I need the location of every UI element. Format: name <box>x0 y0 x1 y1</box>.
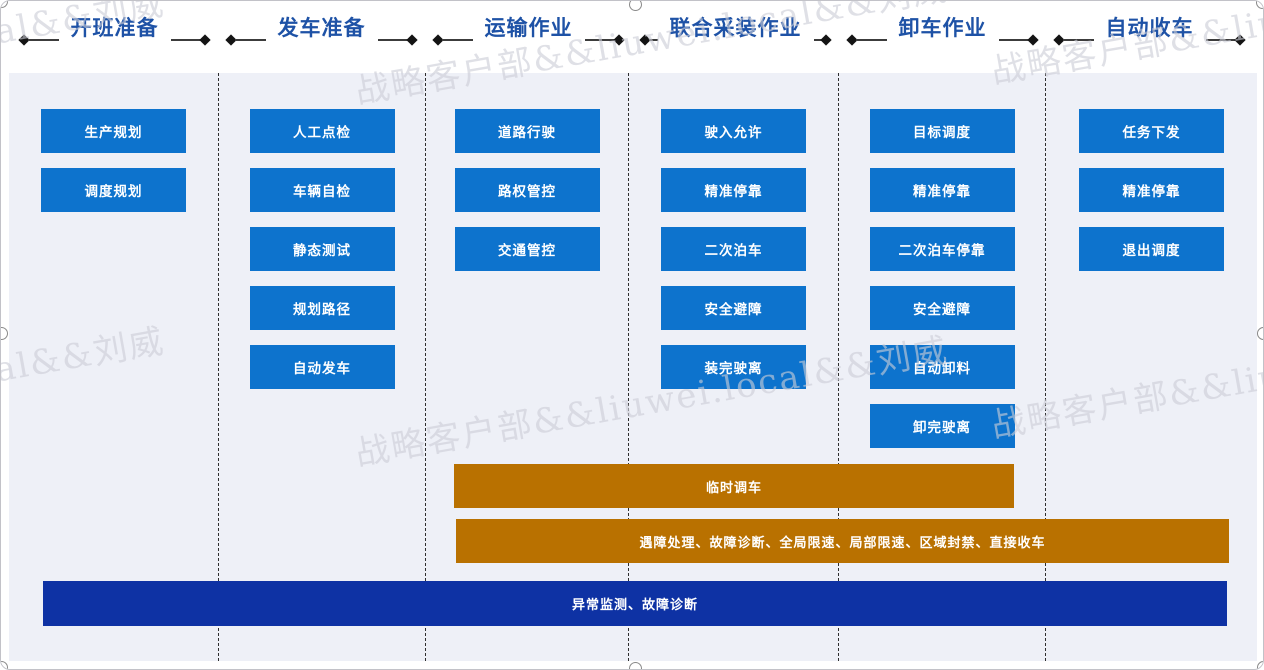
stage-segment-5: 卸车作业 <box>839 13 1046 57</box>
stage-column-5: 目标调度精准停靠二次泊车停靠安全避障自动卸料卸完驶离 <box>839 73 1046 661</box>
selection-handle-top-center[interactable] <box>629 1 642 11</box>
process-box[interactable]: 目标调度 <box>869 109 1015 153</box>
process-box[interactable]: 静态测试 <box>249 227 395 271</box>
stage-connector-line <box>170 39 201 41</box>
process-box[interactable]: 自动发车 <box>249 345 395 389</box>
selection-handle-bottom-center[interactable] <box>629 662 642 669</box>
stage-column-3: 道路行驶路权管控交通管控 <box>426 73 629 661</box>
stage-column-4: 驶入允许精准停靠二次泊车安全避障装完驶离 <box>629 73 839 661</box>
process-box[interactable]: 安全避障 <box>869 286 1015 330</box>
stage-column-6: 任务下发精准停靠退出调度 <box>1046 73 1257 661</box>
selection-handle-right-middle[interactable] <box>1257 327 1263 340</box>
process-box[interactable]: 路权管控 <box>454 168 600 212</box>
process-box[interactable]: 二次泊车停靠 <box>869 227 1015 271</box>
selection-handle-left-middle[interactable] <box>1 327 8 340</box>
selection-handle-top-left[interactable] <box>1 1 8 8</box>
stage-column-1: 生产规划调度规划 <box>9 73 219 661</box>
diamond-marker-icon <box>820 34 832 46</box>
stage-connector-line <box>649 39 658 41</box>
process-box[interactable]: 交通管控 <box>454 227 600 271</box>
selection-handle-top-right[interactable] <box>1256 1 1263 9</box>
stage-title: 开班准备 <box>70 17 159 40</box>
stage-segment-3: 运输作业 <box>425 13 632 57</box>
stage-column-2: 人工点检车辆自检静态测试规划路径自动发车 <box>219 73 426 661</box>
stage-connector-line <box>377 39 408 41</box>
diamond-marker-icon <box>406 34 418 46</box>
stage-segment-1: 开班准备 <box>11 13 218 57</box>
stage-timeline: 开班准备 发车准备 运输作业 联合采装作业 卸车作业 自动收车 <box>1 13 1263 57</box>
stage-connector-line <box>1063 39 1094 41</box>
stage-title: 联合采装作业 <box>669 17 802 40</box>
process-box[interactable]: 人工点检 <box>249 109 395 153</box>
stage-connector-line <box>998 39 1029 41</box>
selection-handle-bottom-left[interactable] <box>1 661 8 669</box>
stage-segment-2: 发车准备 <box>218 13 425 57</box>
stage-title: 发车准备 <box>277 17 366 40</box>
process-box[interactable]: 卸完驶离 <box>869 404 1015 448</box>
stage-connector-line <box>813 39 822 41</box>
overlay-bar-anomaly-monitor[interactable]: 异常监测、故障诊断 <box>43 581 1227 626</box>
process-box[interactable]: 精准停靠 <box>1079 168 1224 212</box>
stage-segment-6: 自动收车 <box>1046 13 1253 57</box>
stage-segment-4: 联合采装作业 <box>632 13 839 57</box>
process-box[interactable]: 二次泊车 <box>661 227 806 271</box>
diamond-marker-icon <box>1234 34 1246 46</box>
process-box[interactable]: 规划路径 <box>249 286 395 330</box>
stage-title: 卸车作业 <box>898 17 987 40</box>
overlay-bar-exception-ops[interactable]: 遇障处理、故障诊断、全局限速、局部限速、区域封禁、直接收车 <box>456 519 1229 563</box>
process-box[interactable]: 装完驶离 <box>661 345 806 389</box>
diamond-marker-icon <box>199 34 211 46</box>
process-box[interactable]: 车辆自检 <box>249 168 395 212</box>
stage-title: 运输作业 <box>484 17 573 40</box>
process-panel: 生产规划调度规划人工点检车辆自检静态测试规划路径自动发车道路行驶路权管控交通管控… <box>9 73 1257 661</box>
process-box[interactable]: 道路行驶 <box>454 109 600 153</box>
overlay-bar-temp-dispatch[interactable]: 临时调车 <box>454 464 1014 508</box>
diamond-marker-icon <box>613 34 625 46</box>
process-box[interactable]: 任务下发 <box>1079 109 1224 153</box>
stage-connector-line <box>584 39 615 41</box>
stage-connector-line <box>28 39 59 41</box>
stage-title: 自动收车 <box>1105 17 1194 40</box>
selection-handle-bottom-right[interactable] <box>1257 661 1263 669</box>
diamond-marker-icon <box>1027 34 1039 46</box>
stage-connector-line <box>856 39 887 41</box>
process-box[interactable]: 退出调度 <box>1079 227 1224 271</box>
process-box[interactable]: 生产规划 <box>41 109 186 153</box>
stage-connector-line <box>1205 39 1236 41</box>
process-box[interactable]: 精准停靠 <box>869 168 1015 212</box>
process-box[interactable]: 精准停靠 <box>661 168 806 212</box>
stage-connector-line <box>442 39 473 41</box>
process-box[interactable]: 安全避障 <box>661 286 806 330</box>
stage-connector-line <box>235 39 266 41</box>
process-box[interactable]: 自动卸料 <box>869 345 1015 389</box>
process-box[interactable]: 驶入允许 <box>661 109 806 153</box>
process-box[interactable]: 调度规划 <box>41 168 186 212</box>
